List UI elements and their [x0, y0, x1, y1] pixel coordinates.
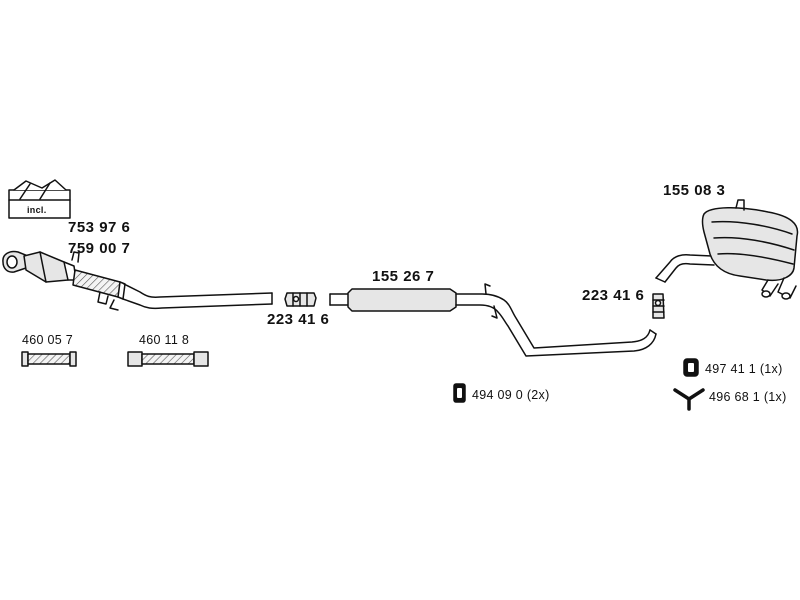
flex-pipe-1: [21, 351, 77, 367]
rubber-mount-icon: [683, 358, 699, 377]
kit-box-label: incl.: [27, 205, 47, 215]
kit-box-icon: [8, 179, 71, 219]
part-number-catalyst-a: 753 97 6: [68, 219, 131, 236]
clamp-front-part: [284, 292, 317, 307]
accessory-rubber-mount-1: 494 09 0 (2x): [472, 388, 550, 402]
part-number-catalyst-b: 759 00 7: [68, 240, 131, 257]
rubber-mount-icon: [453, 383, 466, 403]
middle-silencer: [329, 283, 657, 357]
part-number-clamp-rear: 223 41 6: [582, 287, 645, 304]
accessory-y-bracket: 496 68 1 (1x): [709, 390, 787, 404]
part-number-middle-silencer: 155 26 7: [372, 268, 435, 285]
part-number-clamp-front: 223 41 6: [267, 311, 330, 328]
rear-silencer: [655, 199, 799, 300]
part-number-flex-pipe-1: 460 05 7: [22, 333, 74, 347]
y-bracket-icon: [673, 388, 705, 411]
flex-pipe-2: [127, 351, 209, 367]
catalytic-converter: [2, 250, 273, 311]
part-number-flex-pipe-2: 460 11 8: [139, 333, 190, 347]
clamp-rear-part: [652, 293, 665, 319]
part-number-rear-silencer: 155 08 3: [663, 182, 726, 199]
accessory-rubber-mount-2: 497 41 1 (1x): [705, 362, 783, 376]
